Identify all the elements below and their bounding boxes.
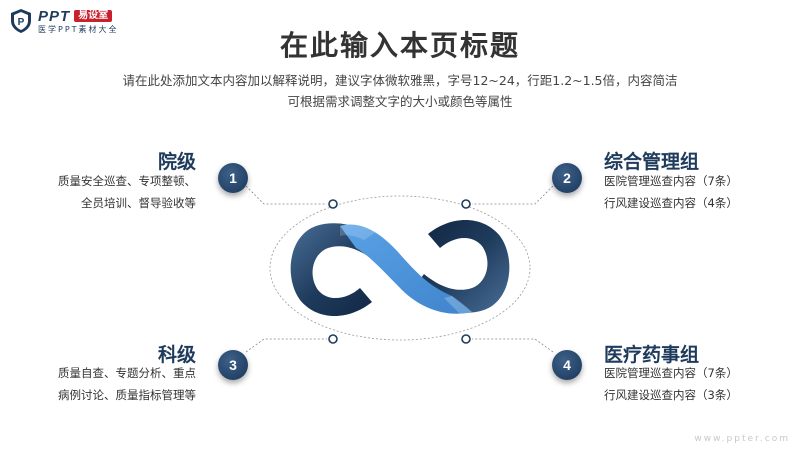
item-line: 医院管理巡查内容（7条） [604, 174, 738, 188]
logo-tagline: 医学PPT素材大全 [38, 24, 119, 34]
connector-dot-3 [328, 334, 338, 344]
watermark: www.ppter.com [694, 434, 790, 444]
shield-logo-icon: P [11, 9, 31, 33]
connector-line-1 [245, 185, 327, 205]
connector-dot-1 [328, 199, 338, 209]
item-title-4: 医疗药事组 [604, 344, 700, 366]
item-text-2: 医院管理巡查内容（7条） 行风建设巡查内容（4条） [604, 170, 738, 214]
item-line: 质量安全巡查、专项整顿、 [58, 174, 196, 188]
number-badge-2: 2 [552, 163, 582, 193]
guide-ring [269, 195, 531, 341]
page-description: 请在此处添加文本内容加以解释说明，建议字体微软雅黑，字号12~24，行距1.2~… [0, 70, 800, 112]
item-line: 全员培训、督导验收等 [81, 196, 196, 210]
svg-text:P: P [18, 17, 25, 28]
item-line: 病例讨论、质量指标管理等 [58, 388, 196, 402]
item-text-3: 质量自查、专题分析、重点 病例讨论、质量指标管理等 [58, 362, 196, 406]
item-line: 行风建设巡查内容（3条） [604, 388, 738, 402]
brand-logo: P PPT 易设室 医学PPT素材大全 [10, 8, 119, 34]
connector-dot-2 [461, 199, 471, 209]
item-line: 行风建设巡查内容（4条） [604, 196, 738, 210]
connector-dot-4 [461, 334, 471, 344]
infinity-symbol [290, 220, 510, 316]
logo-badge: 易设室 [74, 10, 113, 22]
connector-line-2 [472, 185, 554, 205]
number-badge-3: 3 [218, 350, 248, 380]
item-title-2: 综合管理组 [604, 151, 700, 173]
connector-line-4 [472, 338, 554, 353]
item-line: 医院管理巡查内容（7条） [604, 366, 738, 380]
number-badge-4: 4 [552, 350, 582, 380]
logo-name: PPT [38, 7, 71, 25]
item-title-1: 院级 [157, 151, 196, 173]
description-line: 可根据需求调整文字的大小或颜色等属性 [287, 94, 513, 109]
item-title-3: 科级 [157, 344, 196, 366]
item-text-4: 医院管理巡查内容（7条） 行风建设巡查内容（3条） [604, 362, 738, 406]
number-badge-1: 1 [218, 163, 248, 193]
page-title: 在此输入本页标题 [279, 29, 520, 62]
description-line: 请在此处添加文本内容加以解释说明，建议字体微软雅黑，字号12~24，行距1.2~… [122, 73, 678, 88]
item-text-1: 质量安全巡查、专项整顿、 全员培训、督导验收等 [58, 170, 196, 214]
item-line: 质量自查、专题分析、重点 [58, 366, 196, 380]
connector-line-3 [245, 338, 327, 353]
